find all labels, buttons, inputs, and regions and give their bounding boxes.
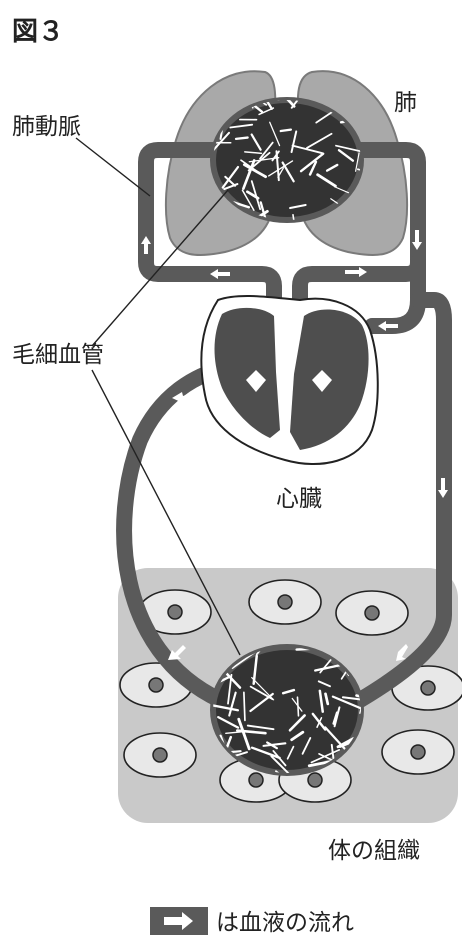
tissue-cell	[382, 730, 454, 774]
cell-nucleus	[153, 748, 167, 762]
tissue-cell	[336, 591, 408, 635]
cell-nucleus	[149, 678, 163, 692]
legend-text: は血液の流れ	[216, 910, 354, 936]
cell-nucleus	[308, 773, 322, 787]
figure-title: 図３	[12, 17, 64, 47]
cell-nucleus	[168, 605, 182, 619]
label-pulmonary-artery: 肺動脈	[12, 114, 81, 140]
tissue-cell	[249, 580, 321, 624]
label-heart: 心臓	[276, 486, 322, 512]
legend: は血液の流れ	[150, 907, 354, 936]
cell-nucleus	[421, 681, 435, 695]
label-body-tissue: 体の組織	[328, 838, 420, 864]
cell-nucleus	[365, 606, 379, 620]
cell-nucleus	[411, 745, 425, 759]
label-capillary: 毛細血管	[12, 342, 104, 368]
label-lung: 肺	[394, 90, 417, 116]
cell-nucleus	[278, 595, 292, 609]
cell-nucleus	[249, 773, 263, 787]
tissue-cell	[124, 733, 196, 777]
heart	[201, 296, 377, 464]
